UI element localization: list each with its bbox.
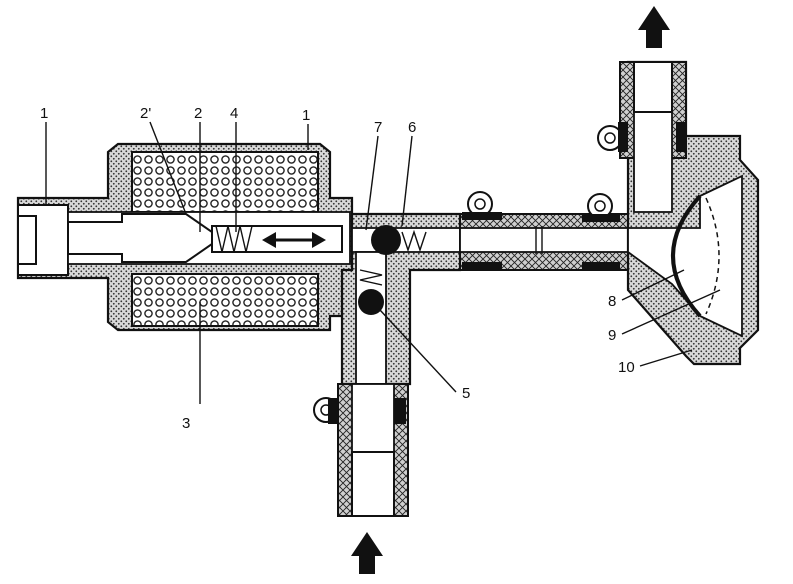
label-3: 3 (182, 415, 190, 432)
damper-chamber (597, 60, 760, 366)
outlet-hose-clamp-right (582, 193, 620, 270)
outlet-arrow-icon (638, 6, 670, 48)
solenoid-housing (16, 142, 354, 332)
outlet-check-ball (371, 225, 401, 255)
top-hose-clamp (597, 122, 686, 152)
double-arrow-icon (262, 232, 326, 248)
leader-lines (45, 121, 721, 404)
coil-winding-bottom (131, 273, 319, 327)
label-10: 10 (618, 359, 635, 376)
inlet-pipe (313, 383, 409, 517)
label-6: 6 (408, 119, 416, 136)
inlet-ball-spring (359, 269, 383, 286)
outlet-ball-spring (401, 229, 427, 253)
outlet-pipe (459, 191, 629, 271)
membrane-deflected (705, 197, 720, 315)
label-2-prime: 2' (140, 105, 151, 122)
plunger-core (67, 213, 213, 263)
label-9: 9 (608, 327, 616, 344)
inlet-check-ball (358, 289, 384, 315)
return-spring (215, 225, 253, 253)
inlet-hose-clamp (313, 397, 406, 424)
label-1-left: 1 (40, 105, 48, 122)
membrane (671, 194, 702, 318)
label-2: 2 (194, 105, 202, 122)
coil-winding-top (131, 151, 319, 213)
label-5: 5 (462, 385, 470, 402)
label-4: 4 (230, 105, 238, 122)
inlet-arrow-icon (351, 532, 383, 574)
label-1-right: 1 (302, 107, 310, 124)
label-8: 8 (608, 293, 616, 310)
label-7: 7 (374, 119, 382, 136)
adjust-screw (17, 215, 37, 265)
outlet-hose-clamp-left (462, 191, 502, 270)
